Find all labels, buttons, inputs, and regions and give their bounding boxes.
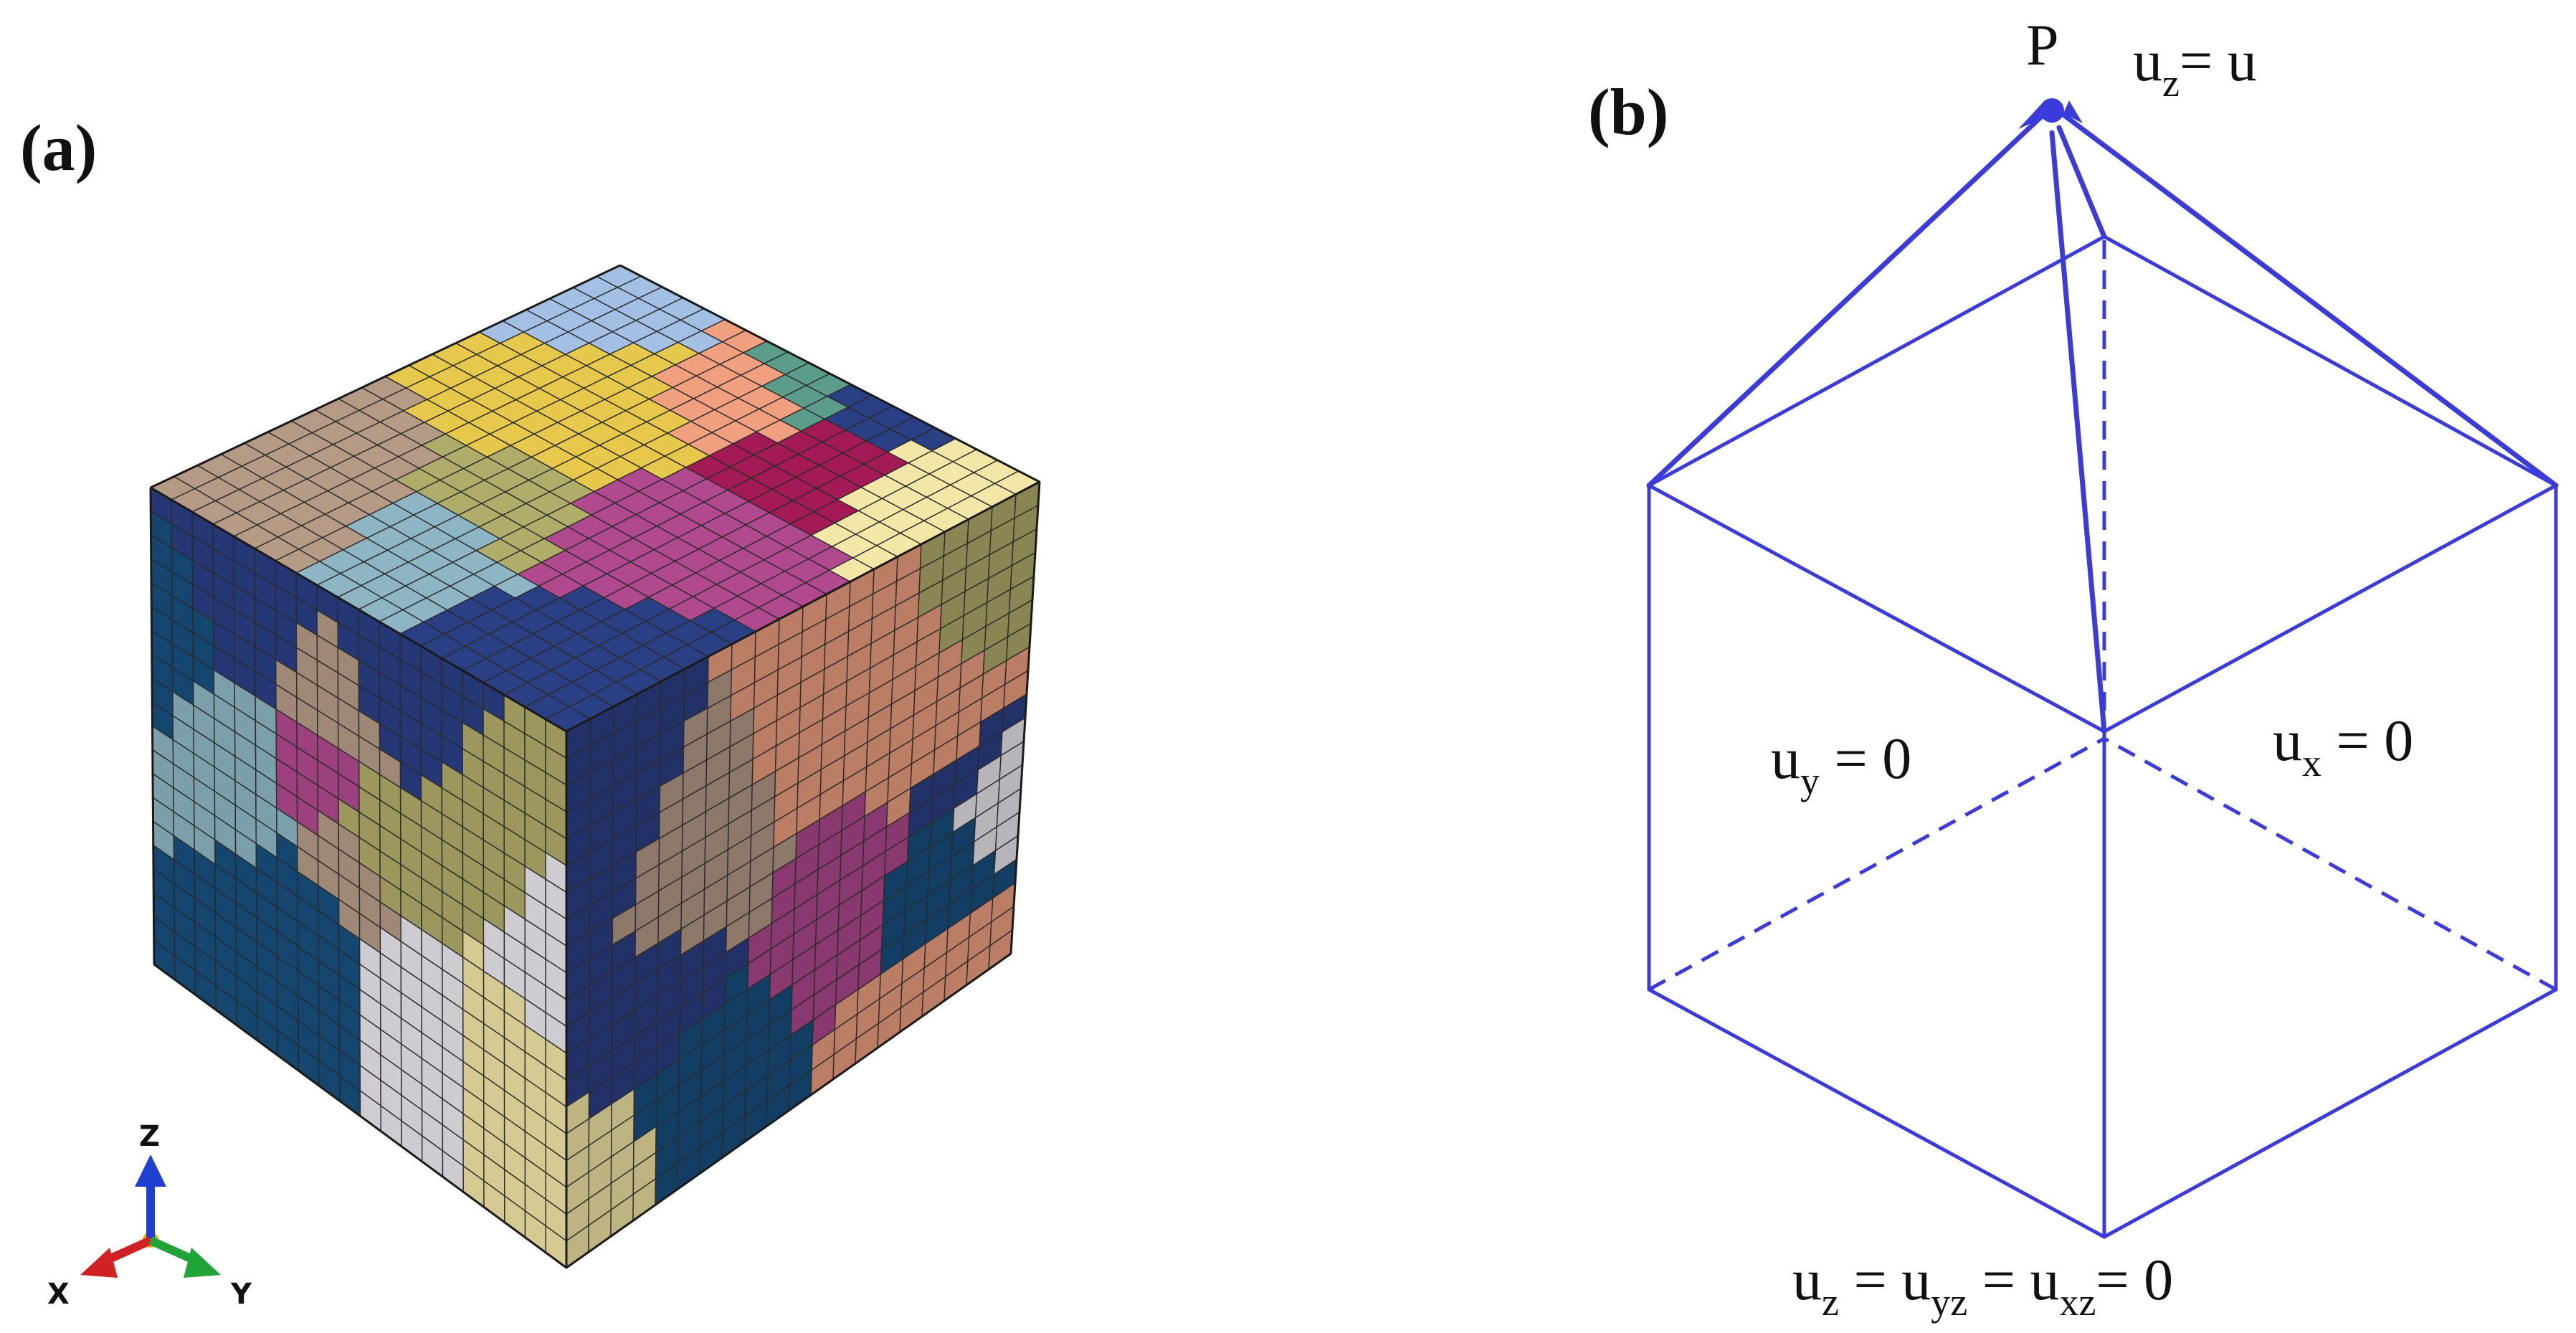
bottom-eq-s1: z [1822, 1281, 1839, 1324]
arrowhead-left [2018, 100, 2045, 129]
load-pyramid [1646, 98, 2559, 734]
bottom-eq-t1: u [1792, 1247, 1822, 1312]
cube-edge [153, 963, 567, 1269]
right-face-bc-label: ux = 0 [2273, 708, 2413, 784]
left-eq-rhs: = 0 [1820, 726, 1911, 791]
top-displacement-label: uz= u [2133, 28, 2257, 105]
y-axis-arrowhead [184, 1248, 221, 1278]
z-axis-label: Z [139, 1120, 160, 1153]
cube-edge [566, 480, 1040, 733]
bottom-eq-t3: = u [1967, 1247, 2059, 1312]
bottom-eq-s2: yz [1931, 1281, 1967, 1324]
cube-edge [1009, 481, 1041, 954]
hidden-bottom-right-edge [2103, 736, 2557, 992]
panel-b-label: (b) [1588, 75, 1668, 148]
panel-a-label: (a) [20, 111, 97, 184]
right-eq-sub: x [2302, 741, 2321, 784]
left-eq-sub: y [1800, 759, 1820, 802]
pyramid-edge-right [2061, 112, 2559, 488]
left-face-bc-label: uy = 0 [1771, 726, 1911, 802]
cube-edge [619, 264, 1040, 483]
bottom-eq-t2: = u [1839, 1247, 1931, 1312]
cube-edge [150, 264, 621, 489]
right-eq-rhs: = 0 [2321, 708, 2413, 773]
point-label-p: P [2026, 12, 2059, 77]
cube-left-face [150, 486, 567, 1269]
pyramid-edge-front [2049, 130, 2107, 734]
y-axis-label: Y [230, 1278, 252, 1311]
coordinate-triad: Z X Y [47, 1120, 252, 1311]
bottom-eq-s3: xz [2059, 1281, 2096, 1324]
top-eq-rhs: = u [2180, 28, 2257, 93]
load-point-p [2040, 98, 2064, 123]
pyramid-edge-left [1646, 113, 2045, 488]
cube-edge [150, 486, 567, 733]
arrowhead-right [2063, 100, 2083, 123]
bottom-right-edge [2102, 987, 2558, 1239]
cube-edge [566, 952, 1012, 1269]
top-eq-var: u [2133, 28, 2162, 93]
right-eq-var: u [2273, 708, 2302, 773]
bottom-eq-t4: = 0 [2096, 1247, 2173, 1312]
panel-b: (b) P uz= u uy = 0 [1588, 12, 2559, 1324]
x-axis-label: X [47, 1278, 70, 1311]
z-axis-arrowhead [135, 1154, 166, 1187]
left-eq-var: u [1771, 726, 1800, 791]
bottom-face-bc-label: uz = uyz = uxz= 0 [1792, 1247, 2173, 1324]
panel-a: (a) Z X Y [20, 111, 1041, 1311]
cube-right-face [566, 480, 1040, 1269]
x-axis-arrowhead [80, 1248, 118, 1278]
cube-outline [149, 264, 1041, 1269]
pyramid-edge-back [2056, 125, 2107, 239]
top-eq-sub: z [2162, 62, 2180, 105]
triad-y-axis: Y [148, 1236, 252, 1311]
triad-x-axis: X [47, 1236, 153, 1311]
voxel-cube-mesh [149, 264, 1041, 1269]
triad-z-axis: Z [135, 1120, 166, 1239]
hidden-bottom-left-edge [1648, 736, 2106, 992]
wireframe-cube [1647, 234, 2558, 1239]
bottom-left-edge [1647, 987, 2106, 1239]
cube-edge [149, 487, 156, 965]
